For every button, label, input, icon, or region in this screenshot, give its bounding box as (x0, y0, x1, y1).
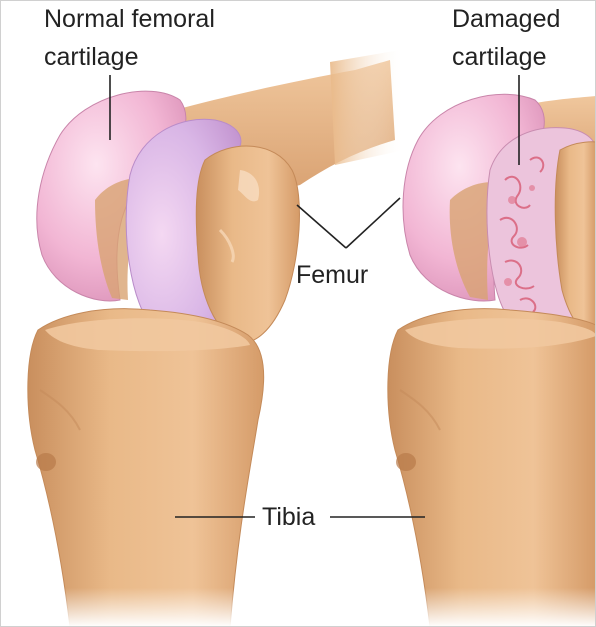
normal-tibia-tubercle (36, 453, 56, 471)
normal-cartilage-label-line2: cartilage (44, 42, 139, 72)
leader-femur-right (346, 198, 400, 248)
tibia-label: Tibia (262, 502, 315, 532)
damaged-cartilage-label-line1: Damaged (452, 4, 560, 34)
normal-cartilage-label-line1: Normal femoral (44, 4, 215, 34)
normal-femur-shaft-fade (330, 50, 405, 165)
leader-femur-left (297, 205, 346, 248)
bottom-fade (0, 470, 596, 627)
damaged-cartilage-label-line2: cartilage (452, 42, 547, 72)
damaged-tibia-tubercle (396, 453, 416, 471)
femur-label: Femur (296, 260, 368, 290)
